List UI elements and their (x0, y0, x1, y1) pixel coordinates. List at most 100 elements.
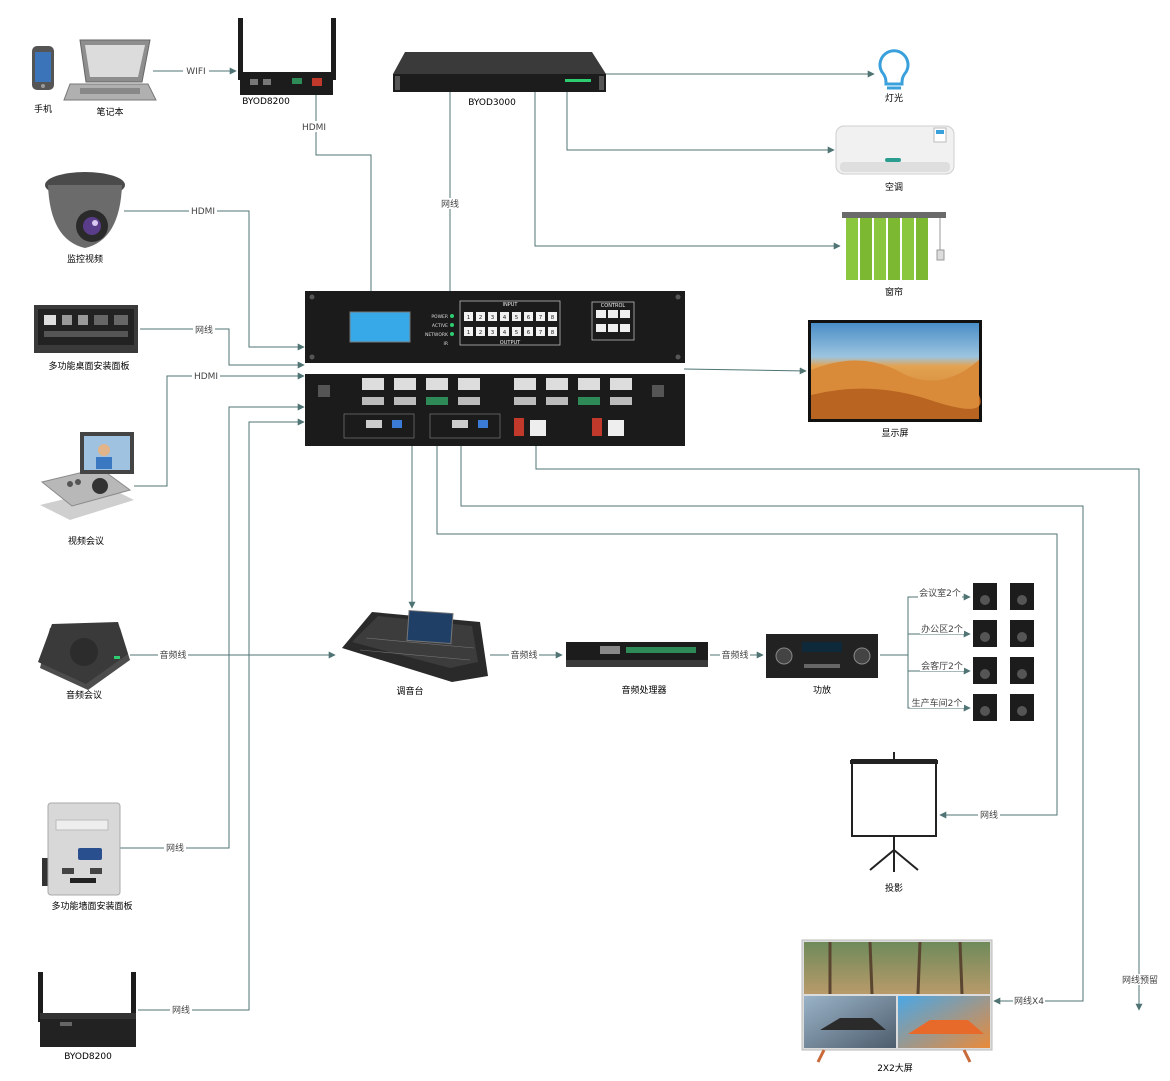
projector-screen-icon (850, 752, 938, 872)
amplifier-label: 功放 (813, 684, 831, 696)
input-key-5 (512, 312, 521, 321)
laptop-icon (63, 39, 157, 101)
aircon-icon (835, 125, 955, 175)
output-key-label: 5 (515, 330, 519, 336)
amplifier-icon (766, 634, 878, 678)
big-screen-label: 2X2大屏 (877, 1062, 913, 1074)
audio-processor-label: 音频处理器 (621, 684, 666, 696)
wall-panel-icon (42, 802, 121, 896)
mixer-proc-line-label: 音频线 (510, 649, 537, 661)
audio-conf-icon (38, 622, 130, 690)
output-key-2 (476, 327, 485, 336)
input-key-label: 3 (491, 315, 495, 321)
speaker-icon (973, 694, 1034, 721)
hdmi-video-line (134, 372, 305, 487)
input-key-label: 8 (551, 315, 555, 321)
light-label: 灯光 (885, 92, 903, 104)
speaker-line-2 (880, 630, 971, 656)
input-key-3 (488, 312, 497, 321)
camera-label: 监控视频 (67, 253, 103, 265)
hdmi-byod-label: HDMI (302, 123, 326, 133)
input-key-8 (548, 312, 557, 321)
input-title: INPUT (503, 302, 519, 308)
status-network-label: NETWORK (425, 332, 449, 338)
audio-conf-label: 音频会议 (66, 689, 102, 701)
net-byod-bottom-line (138, 418, 305, 1011)
input-key-6 (524, 312, 533, 321)
curtain-icon (842, 212, 946, 280)
net-desk-label: 网线 (195, 324, 213, 336)
big-screen-icon (801, 939, 993, 1063)
output-key-8 (548, 327, 557, 336)
output-key-label: 3 (491, 330, 495, 336)
net-wall-line (120, 403, 305, 849)
phone-icon (32, 46, 54, 90)
byod8200-bottom-icon (38, 972, 136, 1047)
input-key-4 (500, 312, 509, 321)
audio-processor-icon (566, 642, 708, 667)
byod3000-icon (393, 52, 606, 92)
output-key-1 (464, 327, 473, 336)
matrix-panel-titles: INPUT OUTPUT CONTROL (500, 302, 626, 346)
control-title: CONTROL (601, 303, 626, 309)
speaker-icon (973, 583, 1034, 610)
aircon-label: 空调 (885, 181, 903, 193)
net-projector-line (436, 446, 1058, 819)
camera-icon (45, 172, 125, 248)
output-key-label: 4 (503, 330, 507, 336)
desk-panel-icon (34, 305, 138, 353)
output-key-7 (536, 327, 545, 336)
mixer-icon (342, 609, 488, 682)
proc-amp-line-label: 音频线 (721, 649, 748, 661)
input-key-7 (536, 312, 545, 321)
hdmi-video-label: HDMI (194, 372, 218, 382)
output-key-label: 1 (467, 330, 471, 336)
video-conf-label: 视频会议 (68, 535, 104, 547)
input-key-label: 7 (539, 315, 543, 321)
net-bigscreen-line (460, 446, 1084, 1005)
speaker-icon (973, 657, 1034, 684)
speaker-icon (973, 620, 1034, 647)
laptop-label: 笔记本 (96, 106, 123, 118)
speaker-zone-1-label: 会议室2个 (919, 587, 961, 599)
output-key-label: 8 (551, 330, 555, 336)
output-key-3 (488, 327, 497, 336)
speaker-group (973, 583, 1034, 721)
net-byod-bottom-label: 网线 (172, 1004, 190, 1016)
speaker-zone-4-label: 生产车间2个 (912, 697, 963, 709)
hdmi-camera-line (124, 210, 305, 351)
speaker-zone-2-label: 办公区2个 (921, 623, 963, 635)
matrix-switcher-front (305, 291, 685, 363)
output-title: OUTPUT (500, 340, 521, 346)
net-wall-label: 网线 (166, 842, 184, 854)
connection-label-group: WIFI HDMI 网线 HDMI 网线 HDMI 音频线 音频线 音频线 网线… (158, 65, 1159, 1016)
wall-panel-label: 多功能墙面安装面板 (51, 900, 132, 912)
display-screen-icon (808, 320, 982, 422)
wifi-label: WIFI (186, 67, 205, 77)
mixer-label: 调音台 (396, 685, 423, 697)
input-key-label: 4 (503, 315, 507, 321)
light-bulb-icon (878, 49, 910, 90)
net-reserved-line (535, 446, 1143, 1011)
net-projector-label: 网线 (980, 809, 998, 821)
connection-lines (120, 67, 1143, 1011)
video-conf-icon (40, 432, 134, 520)
net-byod3000-label: 网线 (441, 198, 459, 210)
byod8200-top-label: BYOD8200 (242, 97, 290, 107)
output-key-label: 7 (539, 330, 543, 336)
hdmi-camera-label: HDMI (191, 207, 215, 217)
output-key-5 (512, 327, 521, 336)
matrix-status-labels: POWER ACTIVE NETWORK IR (425, 314, 449, 347)
matrix-switcher-rear (305, 374, 685, 446)
aircon-line (566, 92, 835, 154)
output-key-label: 6 (527, 330, 531, 336)
phone-label: 手机 (34, 103, 52, 115)
status-ir-label: IR (444, 341, 448, 347)
input-key-label: 2 (479, 315, 483, 321)
input-key-label: 5 (515, 315, 519, 321)
input-key-1 (464, 312, 473, 321)
display-line (683, 367, 807, 375)
